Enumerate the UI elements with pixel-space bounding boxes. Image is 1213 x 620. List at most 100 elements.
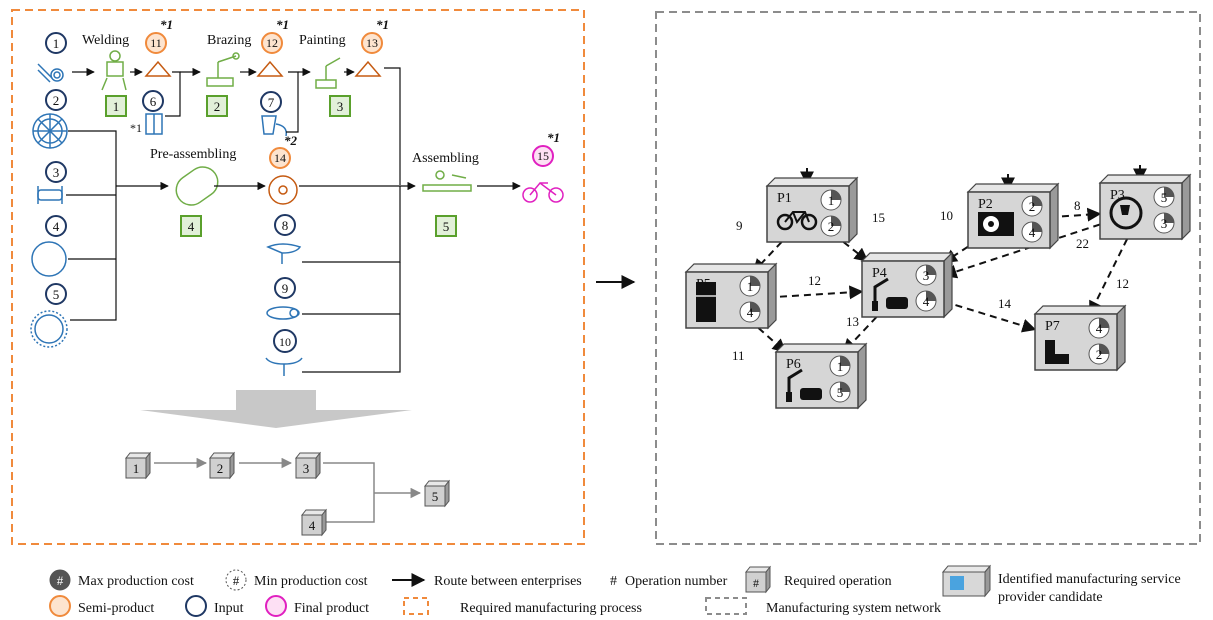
operation-number: 2 xyxy=(1029,199,1036,214)
input-7: 7 xyxy=(260,91,282,113)
input-9: 9 xyxy=(274,277,296,299)
input-8: 8 xyxy=(274,214,296,236)
route-label: 14 xyxy=(998,296,1012,311)
chain-icon xyxy=(266,306,300,320)
route-label: 9 xyxy=(736,218,743,233)
svg-text:15: 15 xyxy=(537,149,549,163)
operation-number: 2 xyxy=(828,219,835,234)
svg-text:5: 5 xyxy=(53,287,60,302)
legend-op-number: # Operation number xyxy=(610,574,728,589)
svg-text:2: 2 xyxy=(217,461,224,476)
refrigerator-icon xyxy=(696,282,716,322)
wire-coil-icon xyxy=(37,63,64,83)
input-2: 2 xyxy=(45,89,67,111)
operation-number: 1 xyxy=(837,359,844,374)
svg-text:Semi-product: Semi-product xyxy=(78,601,154,616)
painting-label: Painting xyxy=(299,33,346,48)
semi-product-14: 14 *2 xyxy=(269,133,298,169)
route-label: 22 xyxy=(1076,236,1089,251)
op-3-box: 3 xyxy=(329,95,351,117)
route-p2-p3 xyxy=(1049,207,1102,222)
svg-text:12: 12 xyxy=(266,36,278,50)
seq-cube-4: 4 xyxy=(300,508,328,537)
seq-cube-5: 5 xyxy=(423,479,451,508)
required-process-panel: Welding Brazing Painting Pre-assembling … xyxy=(11,9,585,545)
svg-text:#: # xyxy=(610,574,617,589)
semi-product-12: 12 *1 xyxy=(261,17,289,54)
route-label: 15 xyxy=(872,210,885,225)
svg-text:#: # xyxy=(57,573,64,588)
seq-cube-1: 1 xyxy=(124,451,152,480)
hub-icon xyxy=(37,186,63,204)
svg-text:1: 1 xyxy=(113,99,120,114)
input-10: 10 xyxy=(273,329,297,353)
svg-text:Manufacturing system network: Manufacturing system network xyxy=(766,601,941,616)
enterprise-name: P2 xyxy=(978,197,993,212)
svg-text:2: 2 xyxy=(53,93,60,108)
svg-text:3: 3 xyxy=(53,165,60,180)
enterprise-nodes: P112P224P353P434P514P615P742 xyxy=(684,173,1192,410)
welder-icon xyxy=(101,50,127,91)
operation-number: 5 xyxy=(837,385,844,400)
svg-text:Input: Input xyxy=(214,601,244,616)
operation-number: 3 xyxy=(923,268,930,283)
frame-icon xyxy=(144,60,382,77)
bicycle-icon xyxy=(776,211,818,231)
svg-text:#: # xyxy=(753,576,759,590)
svg-text:Route between enterprises: Route between enterprises xyxy=(434,574,582,589)
svg-text:6: 6 xyxy=(150,94,157,109)
legend-required-process: Required manufacturing process xyxy=(403,597,642,616)
svg-text:5: 5 xyxy=(443,219,450,234)
svg-text:*2: *2 xyxy=(284,133,298,148)
saddle-icon xyxy=(266,243,302,264)
pre-assembling-label: Pre-assembling xyxy=(150,147,236,162)
svg-text:Final product: Final product xyxy=(294,601,369,616)
plug-icon xyxy=(1109,196,1143,230)
robot-arm-icon xyxy=(872,277,908,311)
route-p3-p7 xyxy=(1088,238,1129,316)
wheel-rim-icon xyxy=(32,113,68,149)
air-conditioner-icon xyxy=(978,212,1014,236)
brazing-robot-icon xyxy=(206,52,240,87)
svg-text:Required operation: Required operation xyxy=(784,574,892,589)
legend-identified-candidate: Identified manufacturing service provide… xyxy=(941,564,1181,605)
svg-text:2: 2 xyxy=(214,99,221,114)
route-p1-p4 xyxy=(842,241,869,262)
svg-text:9: 9 xyxy=(282,281,289,296)
tire-icon xyxy=(31,241,67,277)
pipe-icon xyxy=(1045,340,1069,364)
enterprise-name: P1 xyxy=(777,191,792,206)
robot-arm-icon xyxy=(786,368,822,402)
svg-text:3: 3 xyxy=(303,461,310,476)
conveyor-belt-icon xyxy=(175,166,219,206)
input-1: 1 xyxy=(45,32,67,54)
enterprise-name: P6 xyxy=(786,357,801,372)
bicycle-icon xyxy=(522,181,564,203)
down-arrow xyxy=(140,390,412,428)
op-2-box: 2 xyxy=(206,95,228,117)
input-6: 6 xyxy=(142,90,164,112)
semi-product-11: 11 *1 xyxy=(145,17,173,54)
svg-text:11: 11 xyxy=(150,36,162,50)
hinge-icon xyxy=(145,113,163,135)
assembling-label: Assembling xyxy=(412,151,479,166)
legend-semi-product: Semi-product xyxy=(49,595,154,617)
legend: # Max production cost # Min production c… xyxy=(49,564,1181,617)
operation-number: 4 xyxy=(747,305,754,320)
sequence-diagram: 1 2 3 4 5 xyxy=(124,451,451,537)
svg-text:4: 4 xyxy=(188,219,195,234)
svg-text:Max production cost: Max production cost xyxy=(78,574,194,589)
operation-number: 2 xyxy=(1096,347,1103,362)
legend-system-network: Manufacturing system network xyxy=(705,597,941,616)
enterprise-name: P4 xyxy=(872,266,887,281)
legend-final-product: Final product xyxy=(265,595,369,617)
route-p1-p5 xyxy=(752,241,783,274)
semi-product-13: 13 *1 xyxy=(361,17,389,54)
brazing-label: Brazing xyxy=(207,33,251,48)
route-label: 10 xyxy=(940,208,953,223)
op-5-box: 5 xyxy=(435,215,457,237)
svg-text:Min production cost: Min production cost xyxy=(254,574,368,589)
svg-text:Identified manufacturing servi: Identified manufacturing service xyxy=(998,572,1181,587)
